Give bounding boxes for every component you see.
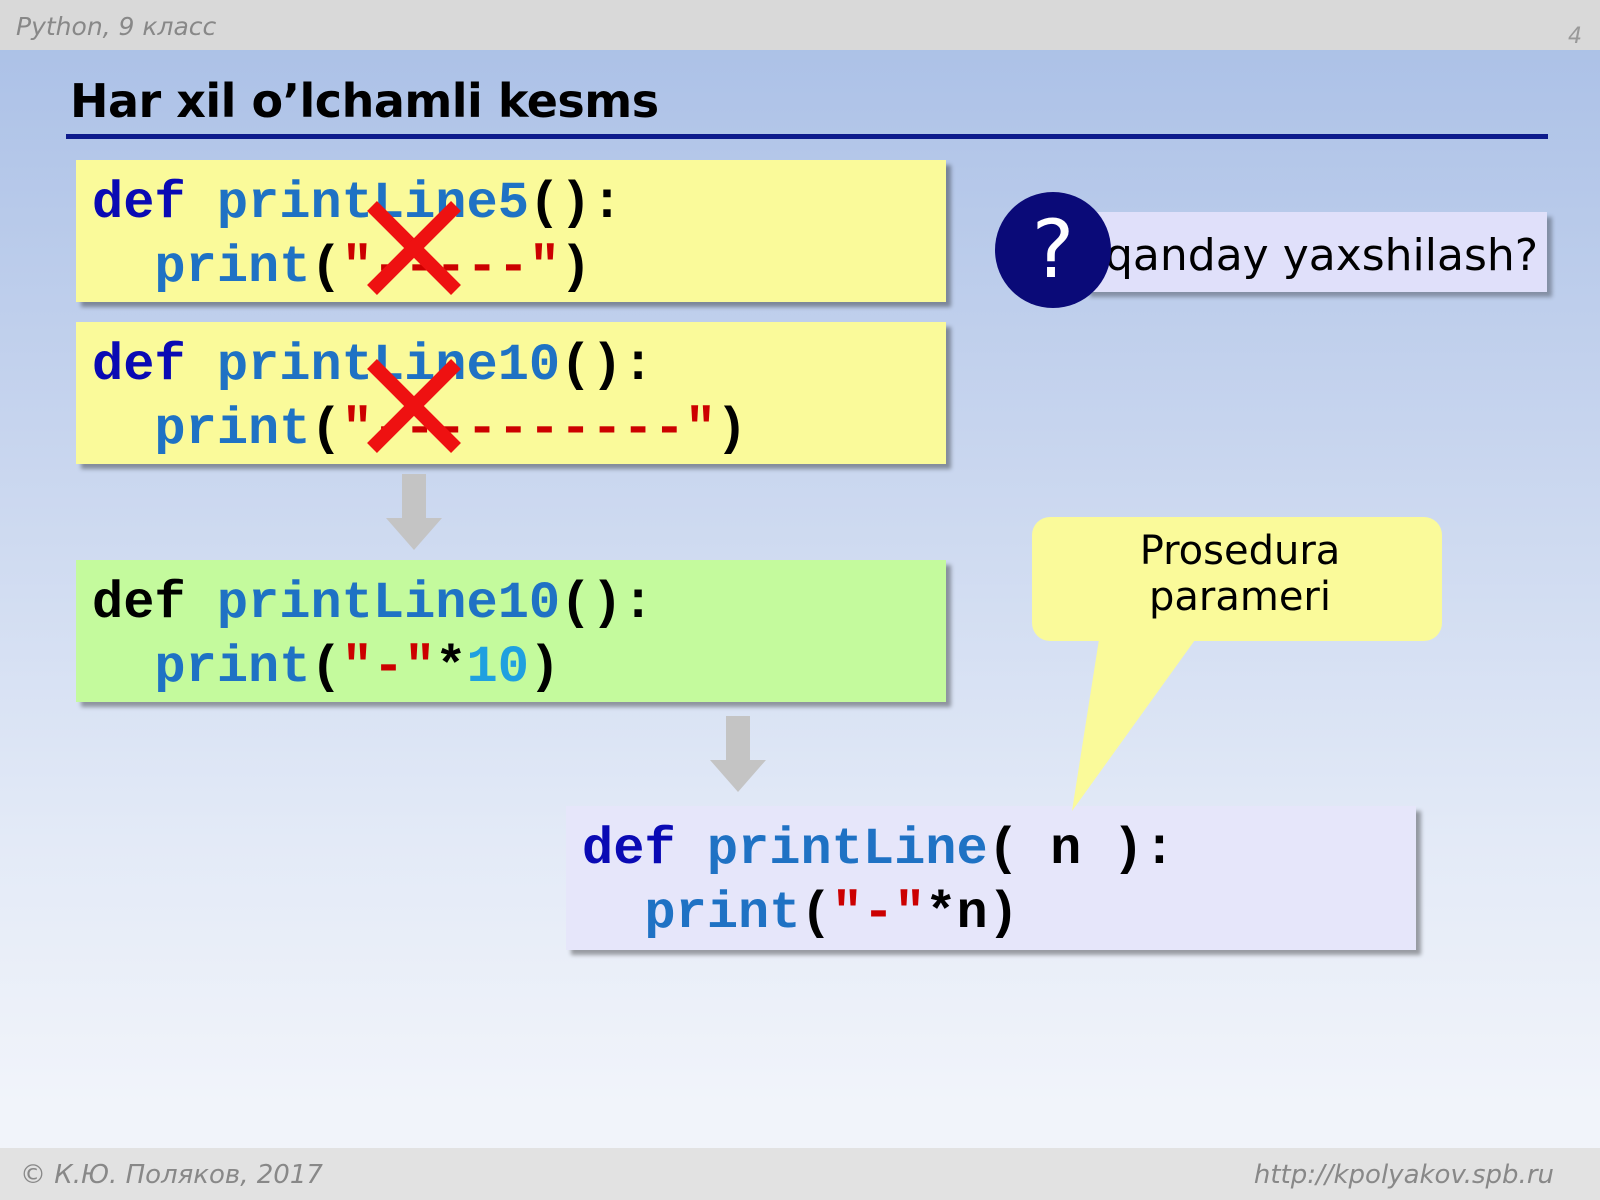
question-text: qanday yaxshilash? — [1105, 230, 1539, 281]
code-line-def: def printLine5(): — [92, 174, 623, 233]
cross-mark-icon — [367, 359, 461, 453]
question-badge: qanday yaxshilash? ? — [995, 192, 1550, 312]
code-line-print: print("-----") — [154, 238, 592, 297]
callout-text: Prosedura parameri — [1035, 528, 1445, 620]
code-line-def: def printLine10(): — [92, 336, 654, 395]
cross-mark-icon — [367, 201, 461, 295]
callout-bubble — [1032, 517, 1442, 811]
code-block-printline10: def printLine10(): print("----------") — [76, 322, 946, 464]
code-line-print: print("-"*10) — [154, 638, 561, 697]
question-mark: ? — [1031, 203, 1075, 296]
site-link[interactable]: http://kpolyakov.spb.ru — [1253, 1160, 1554, 1190]
question-circle-icon: ? — [995, 192, 1111, 308]
code-line-def: def printLine( n ): — [582, 820, 1175, 879]
callout-line-1: Prosedura — [1139, 528, 1341, 574]
slide-title: Har xil o’lchamli kesms — [70, 74, 659, 128]
title-underline — [66, 134, 1548, 139]
code-block-printline-param: def printLine( n ): print("-"*n) — [566, 806, 1416, 950]
arrow-down-icon — [710, 716, 766, 792]
callout-line-2: parameri — [1149, 574, 1331, 620]
arrow-down-icon — [386, 474, 442, 550]
footer-bar: © К.Ю. Поляков, 2017 http://kpolyakov.sp… — [0, 1148, 1600, 1200]
question-box — [1085, 212, 1547, 292]
code-block-printline5: def printLine5(): print("-----") — [76, 160, 946, 302]
code-line-print: print("-"*n) — [644, 884, 1019, 943]
author-copyright: © К.Ю. Поляков, 2017 — [20, 1160, 323, 1190]
page-number: 4 — [1568, 24, 1582, 49]
code-block-printline10-improved: def printLine10(): print("-"*10) — [76, 560, 946, 702]
code-line-print: print("----------") — [154, 400, 748, 459]
course-label: Python, 9 класс — [16, 12, 217, 41]
header-bar: Python, 9 класс 4 — [0, 0, 1600, 50]
code-line-def: def printLine10(): — [92, 574, 654, 633]
